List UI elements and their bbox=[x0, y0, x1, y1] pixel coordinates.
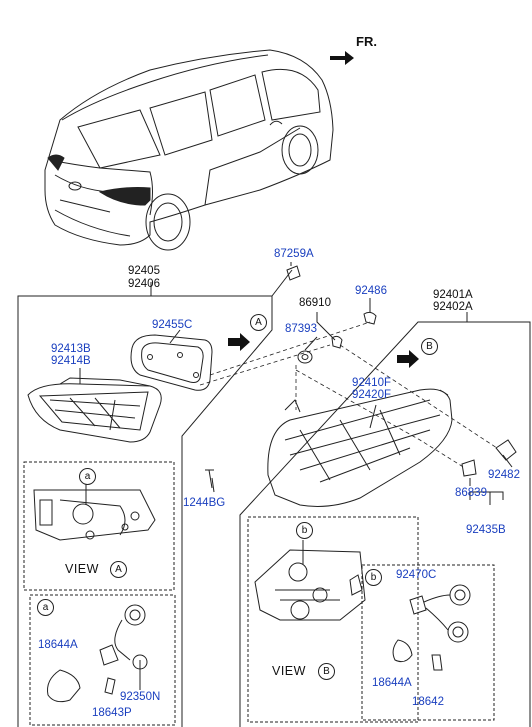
part-92413b[interactable]: 92413B bbox=[51, 343, 91, 355]
part-18644a-detail-b[interactable]: 18644A bbox=[372, 677, 412, 689]
nut-92486 bbox=[363, 311, 377, 325]
part-92401a[interactable]: 92401A bbox=[433, 289, 473, 301]
detail-b-callout-in-view[interactable]: b bbox=[296, 522, 313, 539]
part-92350n[interactable]: 92350N bbox=[120, 691, 161, 703]
nut-86910 bbox=[331, 335, 343, 349]
part-18643p[interactable]: 18643P bbox=[92, 707, 132, 719]
view-a-label: VIEW bbox=[65, 562, 99, 576]
part-87259a[interactable]: 87259A bbox=[274, 248, 314, 260]
detail-a-box bbox=[29, 594, 176, 726]
grommet-87393 bbox=[297, 350, 313, 364]
part-92414b[interactable]: 92414B bbox=[51, 355, 91, 367]
view-b-box bbox=[247, 516, 419, 723]
clip-86839 bbox=[461, 459, 477, 477]
part-92435b[interactable]: 92435B bbox=[466, 524, 506, 536]
view-a-arrow bbox=[228, 333, 250, 351]
vehicle-illustration bbox=[44, 49, 334, 251]
view-b-callout[interactable]: B bbox=[421, 338, 438, 355]
detail-b-illustration bbox=[392, 584, 471, 671]
detail-b-callout[interactable]: b bbox=[365, 569, 382, 586]
part-92486[interactable]: 92486 bbox=[355, 285, 387, 297]
clip-87259a bbox=[286, 265, 301, 281]
detail-a-callout[interactable]: a bbox=[37, 599, 54, 616]
part-18644a-detail-a[interactable]: 18644A bbox=[38, 639, 78, 651]
socket-92482 bbox=[495, 439, 517, 461]
view-b-arrow bbox=[397, 350, 419, 368]
outer-lamp-92410f bbox=[267, 388, 453, 507]
view-a-box bbox=[23, 461, 175, 591]
part-86839[interactable]: 86839 bbox=[455, 487, 487, 499]
part-92470c[interactable]: 92470C bbox=[396, 569, 437, 581]
part-92406[interactable]: 92406 bbox=[128, 278, 160, 290]
right-group-frame bbox=[239, 321, 531, 727]
part-92402a[interactable]: 92402A bbox=[433, 301, 473, 313]
view-b-illustration bbox=[254, 540, 366, 621]
detail-a-callout-in-view[interactable]: a bbox=[79, 468, 96, 485]
part-92420f[interactable]: 92420F bbox=[352, 389, 392, 401]
view-a-illustration bbox=[33, 480, 156, 541]
part-92410f[interactable]: 92410F bbox=[352, 377, 392, 389]
view-a-callout[interactable]: A bbox=[250, 314, 267, 331]
part-92405[interactable]: 92405 bbox=[128, 265, 160, 277]
inner-lamp-92413b bbox=[27, 377, 162, 443]
gasket-92455c bbox=[130, 334, 213, 391]
front-label: FR. bbox=[356, 34, 377, 49]
front-direction-arrow bbox=[330, 51, 354, 65]
part-18642[interactable]: 18642 bbox=[412, 696, 444, 708]
detail-b-box bbox=[361, 564, 495, 721]
left-group-frame bbox=[17, 295, 273, 727]
part-1244bg[interactable]: 1244BG bbox=[183, 497, 226, 509]
part-92482[interactable]: 92482 bbox=[488, 469, 520, 481]
part-87393[interactable]: 87393 bbox=[285, 323, 317, 335]
detail-a-illustration bbox=[47, 604, 148, 703]
part-92455c[interactable]: 92455C bbox=[152, 319, 193, 331]
view-b-label: VIEW bbox=[272, 664, 306, 678]
part-86910[interactable]: 86910 bbox=[299, 297, 331, 309]
view-a-letter: A bbox=[110, 561, 127, 578]
view-b-letter: B bbox=[318, 663, 335, 680]
screw-1244bg bbox=[205, 469, 214, 489]
